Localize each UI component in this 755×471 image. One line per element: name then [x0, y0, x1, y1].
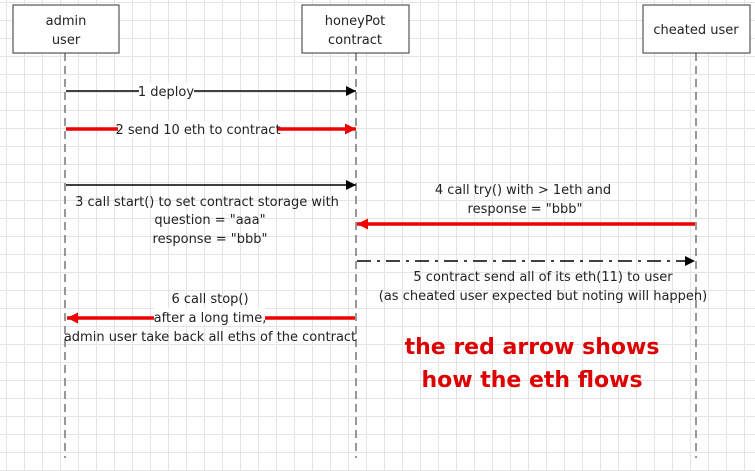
message-6-line-2: after a long time,: [154, 311, 267, 326]
message-2-label: 2 send 10 eth to contract: [115, 123, 280, 138]
eth-flow-note: the red arrow shows how the eth flows: [405, 335, 660, 393]
message-6-line-1: 6 call stop(): [171, 292, 248, 307]
message-3-line-3: response = "bbb": [153, 232, 268, 247]
message-6-line-3: admin user take back all eths of the con…: [64, 330, 356, 345]
participant-honeypot-line1: honeyPot: [325, 14, 386, 29]
message-5-line-2: (as cheated user expected but noting wil…: [379, 289, 707, 304]
message-3-line-1: 3 call start() to set contract storage w…: [75, 195, 339, 210]
participant-honeypot-line2: contract: [328, 33, 382, 48]
message-1-deploy[interactable]: 1 deploy: [66, 83, 356, 100]
message-3-line-2: question = "aaa": [154, 213, 265, 228]
message-5-contract-send[interactable]: 5 contract send all of its eth(11) to us…: [357, 256, 707, 304]
participant-cheated-user[interactable]: cheated user: [642, 4, 751, 54]
participant-admin-user-line1: admin: [46, 14, 87, 29]
participant-cheated-user-label: cheated user: [653, 23, 739, 38]
message-4-line-2: response = "bbb": [468, 202, 583, 217]
message-4-line-1: 4 call try() with > 1eth and: [435, 183, 611, 198]
eth-flow-note-line-2: how the eth flows: [421, 368, 642, 393]
message-4-call-try[interactable]: 4 call try() with > 1eth and response = …: [357, 183, 695, 230]
message-1-label: 1 deploy: [138, 85, 194, 100]
participant-admin-user-line2: user: [52, 33, 81, 48]
message-6-call-stop[interactable]: 6 call stop() after a long time, admin u…: [64, 292, 356, 345]
participant-admin-user[interactable]: admin user: [12, 4, 120, 54]
message-2-send-eth[interactable]: 2 send 10 eth to contract: [66, 121, 356, 138]
message-3-call-start[interactable]: 3 call start() to set contract storage w…: [66, 180, 356, 247]
eth-flow-note-line-1: the red arrow shows: [405, 335, 660, 360]
participant-honeypot-contract[interactable]: honeyPot contract: [301, 4, 410, 54]
message-5-line-1: 5 contract send all of its eth(11) to us…: [413, 270, 673, 285]
